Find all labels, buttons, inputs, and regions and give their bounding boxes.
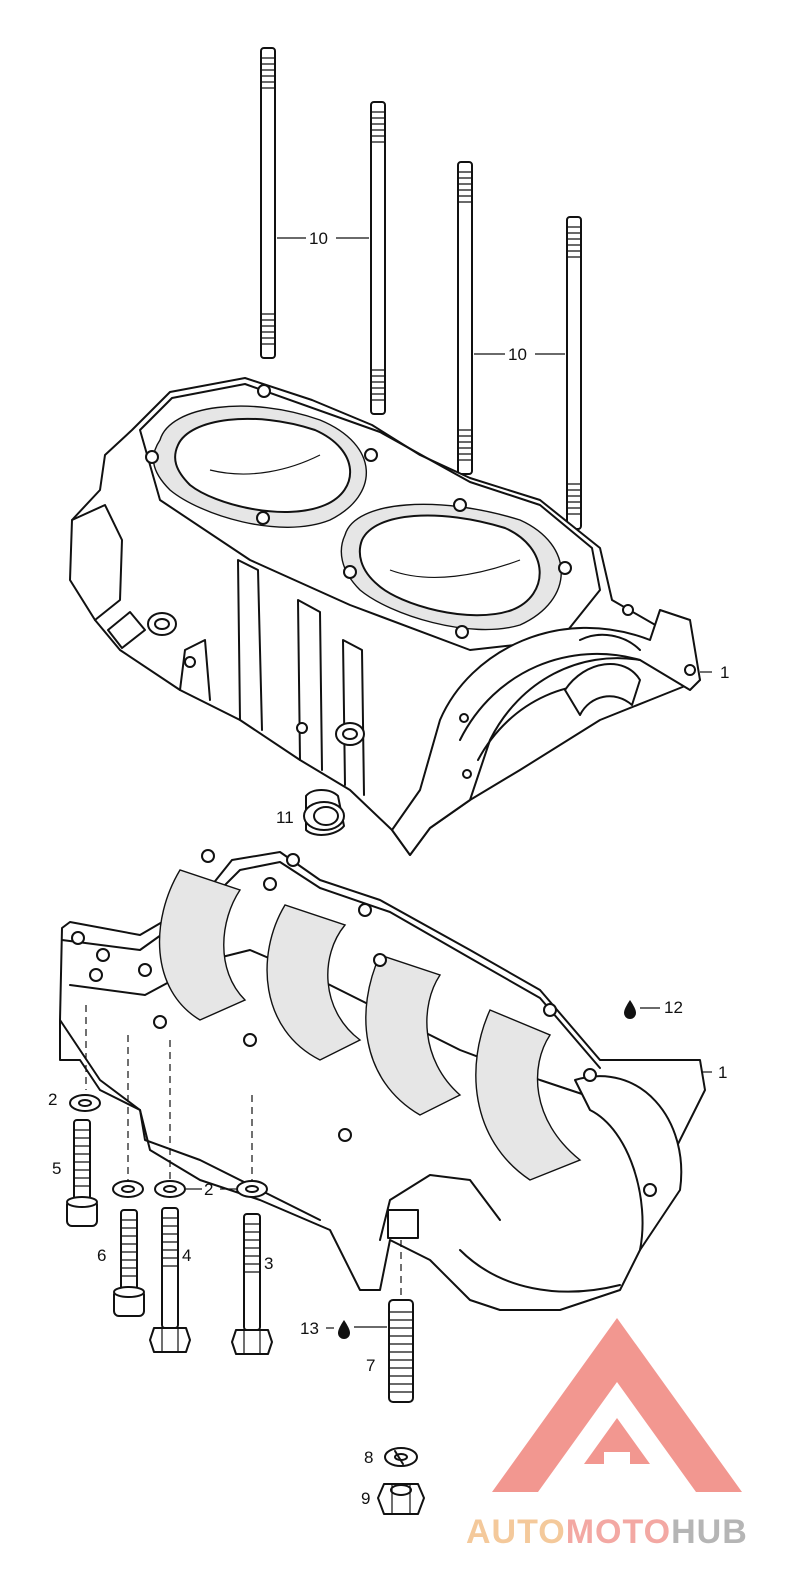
cylinder-stud — [260, 47, 276, 359]
callout-10: 10 — [508, 345, 527, 364]
lock-washer — [384, 1447, 418, 1467]
callout-8: 8 — [364, 1448, 373, 1467]
alignment-lines — [85, 1005, 402, 1300]
callout-4: 4 — [182, 1246, 191, 1265]
svg-text:AUTOMOTOHUB: AUTOMOTOHUB — [466, 1513, 748, 1551]
callout-7: 7 — [366, 1356, 375, 1375]
cylinder-stud — [457, 161, 473, 475]
hex-nut — [377, 1483, 425, 1515]
callout-2: 2 — [48, 1090, 57, 1109]
callout-13: 13 — [300, 1319, 319, 1338]
sealant-drop-icon — [624, 1000, 660, 1019]
logo-mark-icon — [492, 1318, 742, 1492]
callout-6: 6 — [97, 1246, 106, 1265]
automotohub-logo: AUTOMOTOHUB — [466, 1318, 748, 1551]
callout-11: 11 — [276, 808, 294, 827]
hex-bolt — [149, 1207, 191, 1353]
threadlocker-drop-icon — [326, 1320, 350, 1339]
lock-washer — [69, 1094, 101, 1112]
callout-labels: 10 10 1 11 12 1 2 5 2 6 4 3 13 7 8 9 — [48, 229, 729, 1508]
stud-group — [260, 47, 582, 530]
callout-2: 2 — [204, 1180, 213, 1199]
callout-1: 1 — [718, 1063, 727, 1082]
callout-12: 12 — [664, 998, 683, 1017]
cylinder-stud — [566, 216, 582, 530]
hex-bolt — [231, 1213, 273, 1355]
callout-10: 10 — [309, 229, 328, 248]
callout-5: 5 — [52, 1159, 61, 1178]
callout-9: 9 — [361, 1489, 370, 1508]
callout-1: 1 — [720, 663, 729, 682]
crankcase-plug — [303, 789, 345, 836]
main-bearing-cradle — [158, 869, 683, 1251]
cylinder-stud — [370, 101, 386, 415]
logo-text-moto: MOTO — [566, 1513, 671, 1551]
socket-head-bolt — [66, 1119, 98, 1227]
logo-text-auto: AUTO — [466, 1513, 566, 1551]
upper-crankcase — [69, 377, 701, 856]
lock-washer-row — [112, 1180, 268, 1198]
lower-crankcase — [59, 849, 706, 1311]
logo-text-hub: HUB — [671, 1513, 748, 1551]
socket-head-bolt — [113, 1209, 145, 1317]
callout-3: 3 — [264, 1254, 273, 1273]
crankcase-stud — [354, 1299, 414, 1403]
